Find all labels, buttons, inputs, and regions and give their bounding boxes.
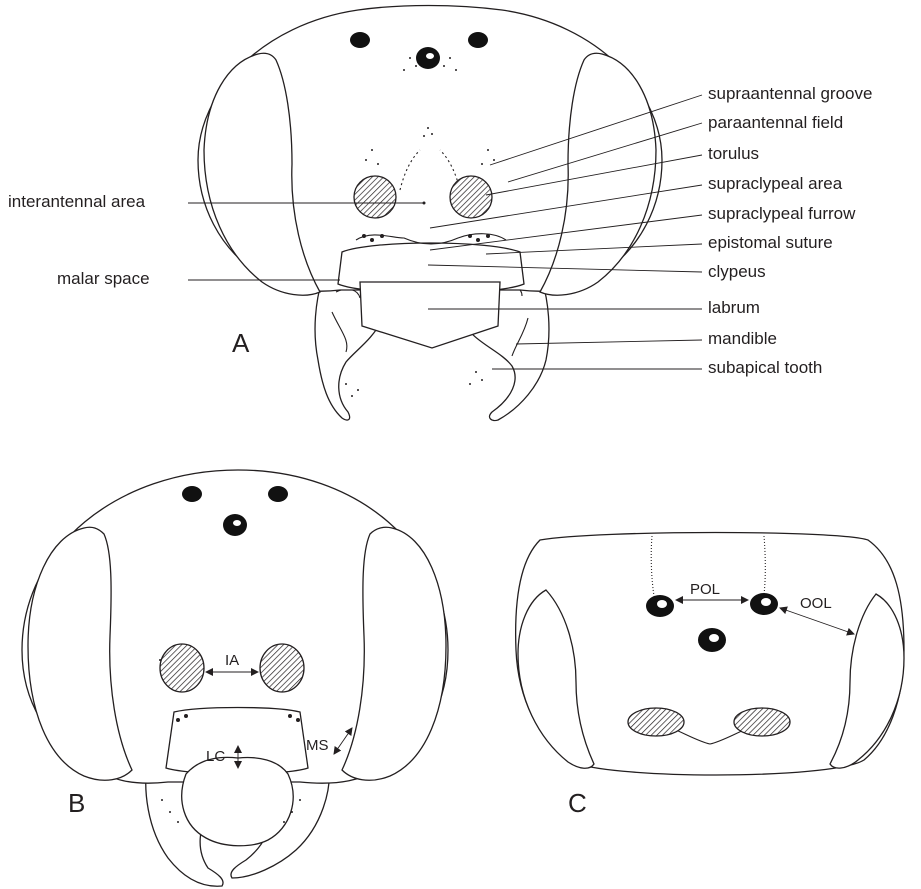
label-ool: OOL [800, 595, 832, 612]
median-ocellus-highlight [426, 53, 434, 59]
panel-a-head [198, 6, 662, 421]
c-left-antennal-socket [628, 708, 684, 736]
label-subapical-tooth: subapical tooth [708, 358, 822, 377]
label-supraclypeal-furrow: supraclypeal furrow [708, 204, 856, 223]
label-torulus: torulus [708, 144, 759, 163]
left-antennal-socket [354, 176, 396, 218]
b-median-ocellus-highlight [233, 520, 241, 526]
c-right-ocellus-highlight [761, 598, 771, 606]
label-paraantennal-field: paraantennal field [708, 113, 843, 132]
b-labrum [182, 757, 293, 845]
label-lc: LC [206, 748, 225, 765]
left-lateral-ocellus [350, 32, 370, 48]
b-left-antennal-socket [160, 644, 204, 692]
label-supraclypeal-area: supraclypeal area [708, 174, 843, 193]
panel-label-a: A [232, 328, 250, 358]
panel-c-head [516, 533, 904, 776]
label-ia: IA [225, 652, 239, 669]
c-right-antennal-socket [734, 708, 790, 736]
label-clypeus: clypeus [708, 262, 766, 281]
b-right-lateral-ocellus [268, 486, 288, 502]
c-median-ocellus-highlight [709, 634, 719, 642]
right-lateral-ocellus [468, 32, 488, 48]
label-labrum: labrum [708, 298, 760, 317]
c-left-ocellus-highlight [657, 600, 667, 608]
panel-label-b: B [68, 788, 85, 818]
label-malar-space: malar space [57, 269, 150, 288]
panel-label-c: C [568, 788, 587, 818]
label-epistomal-suture: epistomal suture [708, 233, 833, 252]
right-antennal-socket [450, 176, 492, 218]
b-right-antennal-socket [260, 644, 304, 692]
b-left-lateral-ocellus [182, 486, 202, 502]
label-interantennal-area: interantennal area [8, 192, 146, 211]
label-mandible: mandible [708, 329, 777, 348]
label-pol: POL [690, 581, 720, 598]
panel-b-head [22, 470, 448, 886]
label-supraantennal-groove: supraantennal groove [708, 84, 872, 103]
label-ms: MS [306, 737, 329, 754]
